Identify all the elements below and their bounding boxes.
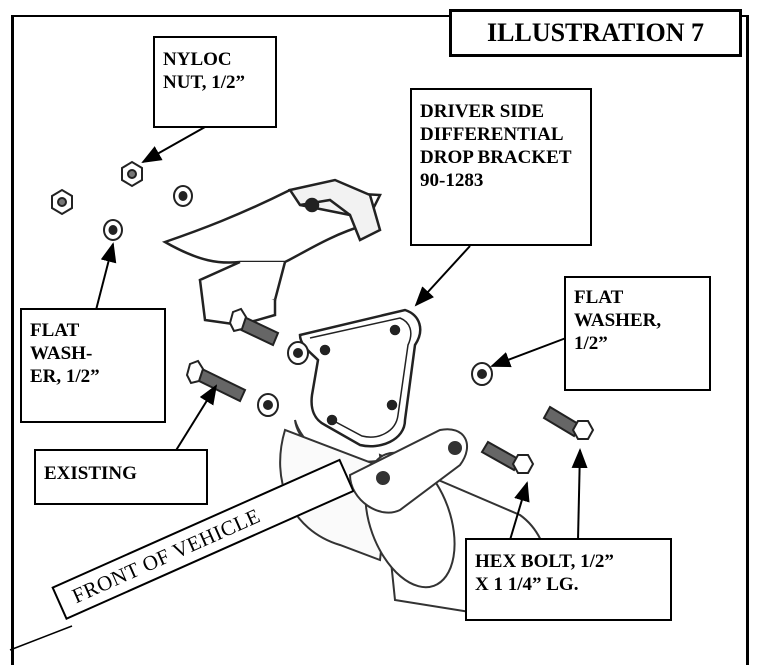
diagram-frame [11,15,749,665]
frame-mount-bracket [161,178,382,327]
callout-hex-bolt: HEX BOLT, 1/2” X 1 1/4” LG. [465,538,672,621]
illustration-title: ILLUSTRATION 7 [449,9,742,57]
flat-washers [103,185,493,417]
nyloc-nut-pair [51,160,143,216]
leader-arrows [9,126,588,651]
callout-drop-bracket: DRIVER SIDE DIFFERENTIAL DROP BRACKET 90… [410,88,592,246]
drop-bracket-plate [298,308,422,448]
hex-bolts [185,307,595,474]
callout-flat-washer-left: FLAT WASH- ER, 1/2” [20,308,166,423]
callout-flat-washer-right: FLAT WASHER, 1/2” [564,276,711,391]
callout-existing: EXISTING [34,449,208,505]
callout-nyloc-nut: NYLOC NUT, 1/2” [153,36,277,128]
